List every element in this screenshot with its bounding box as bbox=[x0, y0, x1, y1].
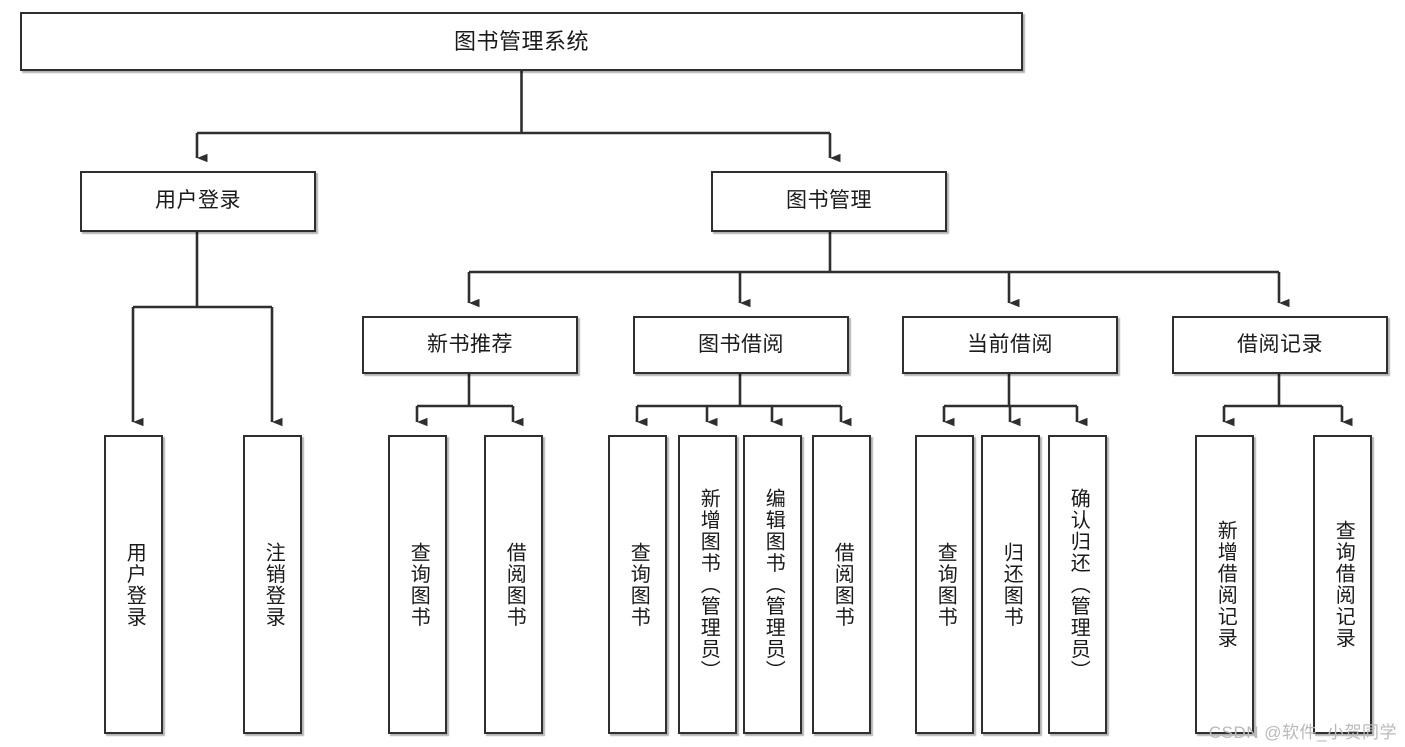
node-label: 查询图书 bbox=[934, 541, 957, 628]
node-label: 借阅图书 bbox=[503, 541, 526, 628]
node-current-borrow[interactable]: 当前借阅 bbox=[902, 316, 1118, 374]
node-label: 确认归还（管理员） bbox=[1067, 487, 1090, 682]
node-label: 查询图书 bbox=[407, 541, 430, 628]
node-leaf-edit-book[interactable]: 编辑图书（管理员） bbox=[743, 435, 802, 734]
node-root-book-management-system[interactable]: 图书管理系统 bbox=[20, 12, 1023, 71]
node-label: 借阅记录 bbox=[1237, 332, 1323, 356]
node-label: 查询图书 bbox=[627, 541, 650, 628]
node-label: 新增借阅记录 bbox=[1214, 520, 1237, 649]
node-label: 借阅图书 bbox=[831, 541, 854, 628]
node-borrow-record[interactable]: 借阅记录 bbox=[1172, 316, 1388, 374]
node-label: 当前借阅 bbox=[967, 332, 1053, 356]
node-leaf-borrow-book-2[interactable]: 借阅图书 bbox=[812, 435, 871, 734]
node-new-book-recommend[interactable]: 新书推荐 bbox=[362, 316, 578, 374]
node-leaf-query-book-2[interactable]: 查询图书 bbox=[608, 435, 667, 734]
node-label: 图书管理 bbox=[786, 189, 872, 213]
node-leaf-borrow-book-1[interactable]: 借阅图书 bbox=[484, 435, 543, 734]
node-leaf-query-book-3[interactable]: 查询图书 bbox=[915, 435, 974, 734]
node-user-login[interactable]: 用户登录 bbox=[80, 171, 316, 232]
node-label: 注销登录 bbox=[262, 541, 285, 628]
node-leaf-query-record[interactable]: 查询借阅记录 bbox=[1313, 435, 1372, 734]
node-book-borrow[interactable]: 图书借阅 bbox=[633, 316, 849, 374]
node-label: 图书借阅 bbox=[698, 332, 784, 356]
node-leaf-logout-login[interactable]: 注销登录 bbox=[243, 435, 302, 734]
node-label: 用户登录 bbox=[123, 541, 146, 628]
node-label: 新增图书（管理员） bbox=[697, 487, 720, 682]
node-label: 用户登录 bbox=[155, 189, 241, 213]
node-leaf-add-record[interactable]: 新增借阅记录 bbox=[1195, 435, 1254, 734]
node-label: 查询借阅记录 bbox=[1332, 520, 1355, 649]
node-leaf-confirm-return[interactable]: 确认归还（管理员） bbox=[1048, 435, 1107, 734]
node-book-management[interactable]: 图书管理 bbox=[711, 171, 947, 232]
node-leaf-user-login[interactable]: 用户登录 bbox=[104, 435, 163, 734]
node-label: 新书推荐 bbox=[427, 332, 513, 356]
node-label: 归还图书 bbox=[1000, 541, 1023, 628]
node-leaf-query-book-1[interactable]: 查询图书 bbox=[388, 435, 447, 734]
node-leaf-return-book[interactable]: 归还图书 bbox=[981, 435, 1040, 734]
node-label: 图书管理系统 bbox=[453, 28, 589, 54]
node-label: 编辑图书（管理员） bbox=[762, 487, 785, 682]
watermark-text: CSDN @软件_小贺同学 bbox=[1208, 723, 1397, 742]
node-leaf-add-book[interactable]: 新增图书（管理员） bbox=[678, 435, 737, 734]
